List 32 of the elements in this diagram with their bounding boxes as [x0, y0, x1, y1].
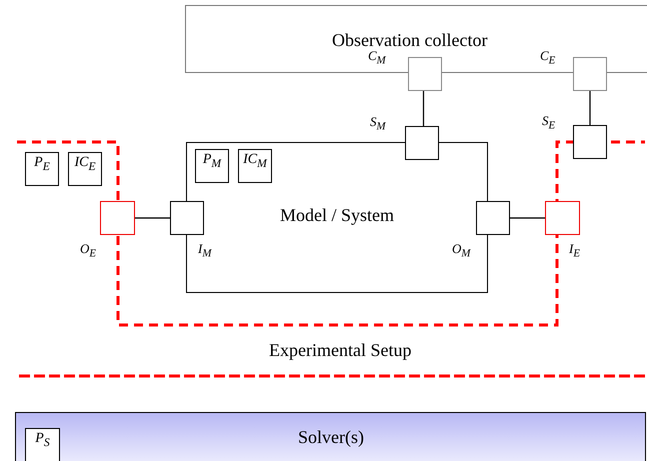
parameter-label: P$_{S}$ [34, 431, 51, 449]
port-square [573, 125, 607, 159]
model-title: Model / System [278, 205, 395, 226]
connector-line [422, 91, 424, 126]
parameter-box [195, 149, 229, 183]
collector-title: Observation collector [332, 30, 488, 51]
port-square [573, 57, 607, 91]
parameter-label: IC$_{E}$ [73, 155, 97, 173]
port-label: C$_{M}$ [368, 48, 386, 67]
port-label: I$_{E}$ [569, 241, 580, 260]
connector-line [510, 217, 545, 219]
port-label: C$_{E}$ [540, 48, 556, 67]
port-label: I$_{M}$ [198, 241, 212, 260]
port-square [408, 57, 442, 91]
solver-bar [15, 412, 646, 461]
port-square [405, 126, 439, 160]
solver-title: Solver(s) [298, 427, 364, 448]
connector-line [135, 217, 170, 219]
parameter-box [25, 428, 60, 461]
dashed-region [15, 140, 647, 378]
port-label: O$_{E}$ [80, 241, 96, 260]
port-label: S$_{E}$ [542, 113, 556, 132]
region-title: Experimental Setup [269, 340, 412, 361]
parameter-label: P$_{M}$ [202, 152, 222, 170]
connector-line [589, 91, 591, 125]
port-label: O$_{M}$ [452, 241, 470, 260]
parameter-label: P$_{E}$ [33, 155, 51, 173]
parameter-box [68, 152, 102, 186]
parameter-box [25, 152, 59, 186]
parameter-box [238, 149, 272, 183]
parameter-label: IC$_{M}$ [242, 152, 268, 170]
port-label: S$_{M}$ [370, 114, 386, 133]
